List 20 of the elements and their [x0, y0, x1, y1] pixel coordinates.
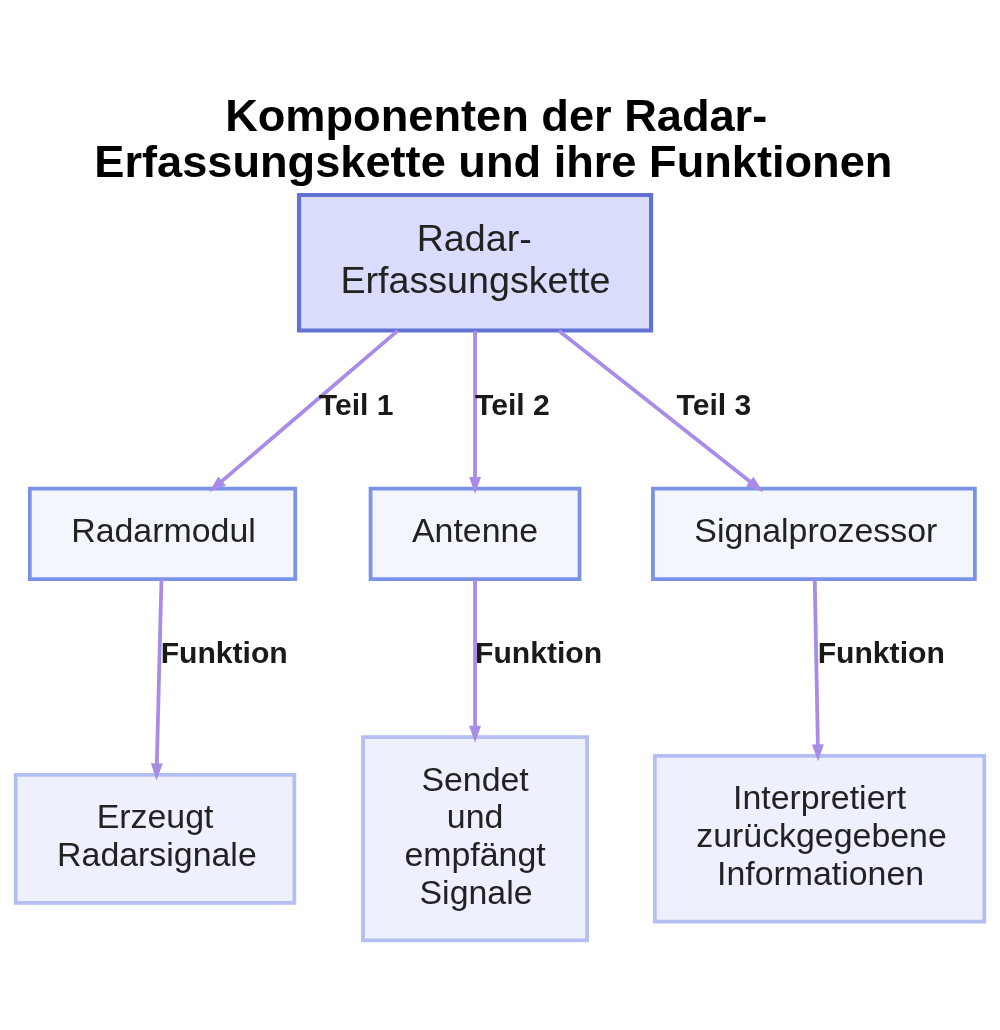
node-box: Radar-Erfassungskette [296, 192, 654, 333]
edge-label: Teil 3 [676, 387, 752, 421]
edge-label: Funktion [475, 636, 603, 670]
arrow [469, 579, 481, 743]
node-box: Interpretiert zurückgegebene Informationen [652, 754, 987, 924]
node-box: Sendet und empfängt Signale [361, 735, 589, 943]
node-box: Erzeugt Radarsignale [13, 772, 297, 905]
edge-label: Teil 1 [318, 387, 394, 421]
arrow [469, 330, 481, 495]
edge-label: Teil 2 [475, 387, 550, 421]
arrow [811, 579, 824, 762]
arrow [557, 329, 764, 492]
edge-label: Funktion [160, 636, 288, 670]
arrow [150, 579, 164, 781]
arrow [209, 329, 400, 493]
node-box: Signalprozessor [651, 486, 977, 581]
diagram-title: Komponenten der Radar-Erfassungskette und ihre Funktionen [94, 90, 893, 187]
node-box: Antenne [368, 486, 582, 581]
edge-label: Funktion [817, 636, 945, 670]
node-box: Radarmodul [27, 486, 298, 581]
